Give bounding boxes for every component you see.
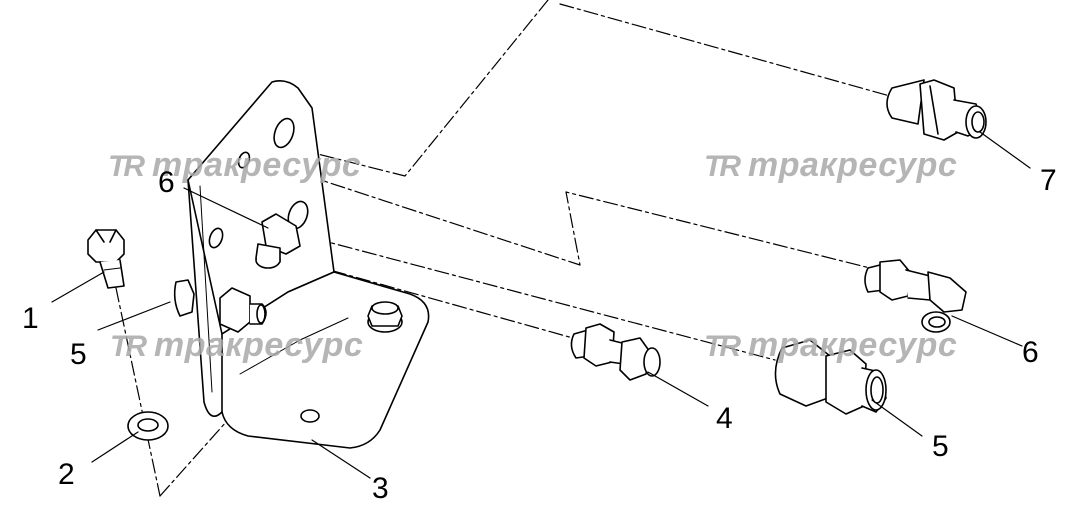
watermark-text: тракресурс	[748, 146, 958, 184]
callout-4: 4	[716, 402, 733, 435]
callout-1: 1	[22, 302, 39, 335]
watermark-logo: TR	[110, 330, 147, 363]
callout-5-left: 5	[70, 338, 87, 371]
fitting-4-part	[570, 323, 661, 381]
watermark-text: тракресурс	[748, 326, 958, 364]
watermark-logo: TR	[108, 150, 145, 183]
watermark-text: тракресурс	[152, 146, 362, 184]
watermark-text: тракресурс	[154, 326, 364, 364]
fitting-7-part	[886, 79, 987, 141]
bolt-part	[87, 229, 125, 289]
callout-6-right: 6	[1022, 336, 1039, 369]
washer-part	[127, 411, 169, 441]
watermark-logo: TR	[704, 150, 741, 183]
callout-6-left: 6	[158, 166, 175, 199]
callout-2: 2	[58, 458, 75, 491]
leader-lines	[51, 131, 1031, 479]
callout-3: 3	[372, 472, 389, 505]
fitting-6-part	[864, 259, 967, 333]
callout-7: 7	[1040, 164, 1057, 197]
watermark-logo: TR	[704, 330, 741, 363]
fitting-5-part	[774, 339, 887, 415]
bracket-part	[173, 80, 430, 449]
callout-5-right: 5	[932, 430, 949, 463]
